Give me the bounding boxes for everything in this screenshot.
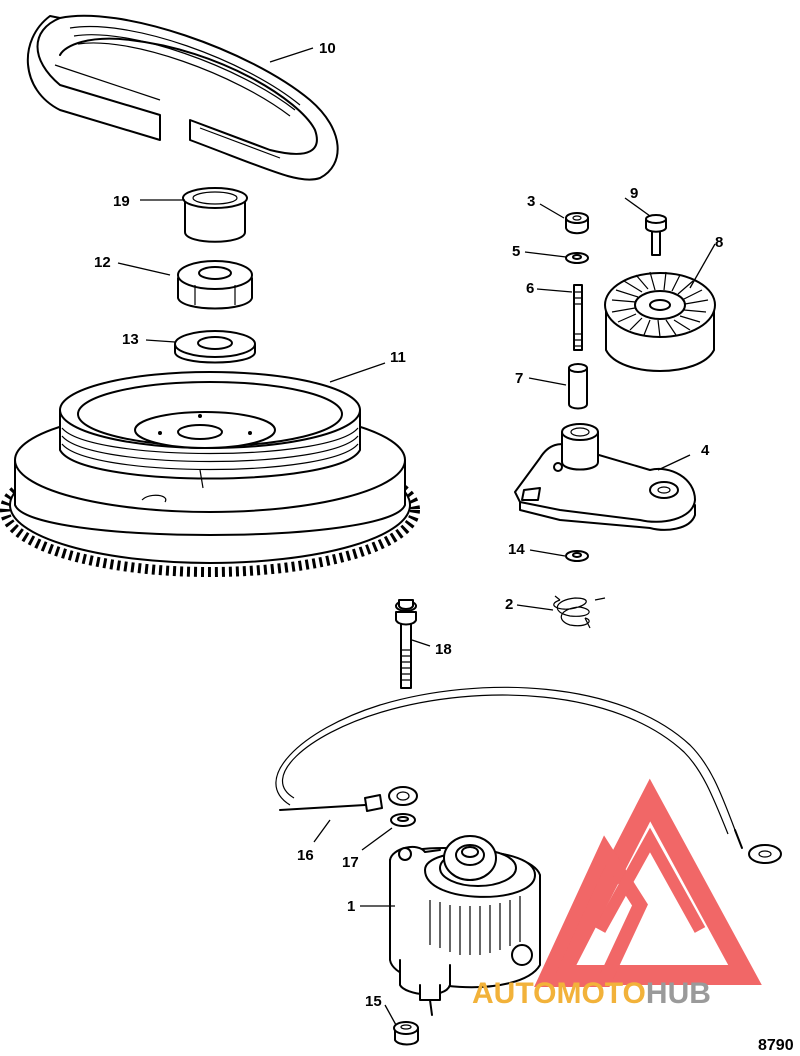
watermark-moto: MOTO (556, 977, 645, 1010)
callout-13: 13 (122, 331, 139, 348)
callout-3: 3 (527, 193, 535, 210)
callout-10: 10 (319, 40, 336, 57)
flywheel-washer (174, 330, 256, 364)
callout-12: 12 (94, 254, 111, 271)
leader-lines (117, 47, 716, 1026)
callout-18: 18 (435, 641, 452, 658)
alternator (389, 835, 541, 1016)
callout-14: 14 (508, 541, 525, 558)
svg-text:AUTOMOTOHUB: AUTOMOTOHUB (472, 977, 711, 1010)
figure-reference-number: 8790 (758, 1037, 794, 1054)
callout-2: 2 (505, 596, 513, 613)
idler-bracket (514, 423, 696, 531)
callout-5: 5 (512, 243, 520, 260)
flywheel (0, 371, 420, 577)
callout-19: 19 (113, 193, 130, 210)
drive-belt (26, 14, 339, 181)
tension-spring (553, 595, 606, 629)
callout-17: 17 (342, 854, 359, 871)
idler-spacer (568, 363, 588, 410)
alternator-bolt (395, 599, 417, 689)
callout-4: 4 (701, 442, 710, 459)
idler-stud (573, 284, 583, 351)
callout-8: 8 (715, 234, 723, 251)
idler-pulley (604, 271, 716, 372)
watermark-text: AUTOMOTOHUB (472, 977, 711, 1010)
callout-6: 6 (526, 280, 534, 297)
callout-9: 9 (630, 185, 638, 202)
idler-nut (565, 212, 589, 235)
cable-washer (390, 813, 416, 827)
idler-washer (565, 252, 589, 264)
watermark-auto: AUTO (472, 977, 556, 1010)
watermark-logo (534, 778, 762, 987)
idler-bolt (645, 214, 667, 256)
bracket-washer (565, 550, 589, 562)
ground-cable (275, 686, 782, 864)
callout-11: 11 (390, 349, 406, 366)
callout-labels: 10 19 12 13 11 3 9 8 5 6 7 4 14 2 18 16 … (94, 40, 723, 1010)
callout-7: 7 (515, 370, 523, 387)
bushing (182, 187, 248, 243)
flywheel-nut (177, 260, 253, 310)
callout-1: 1 (347, 898, 355, 915)
callout-16: 16 (297, 847, 314, 864)
callout-15: 15 (365, 993, 382, 1010)
alternator-nut (393, 1021, 419, 1046)
watermark-hub: HUB (646, 977, 711, 1010)
